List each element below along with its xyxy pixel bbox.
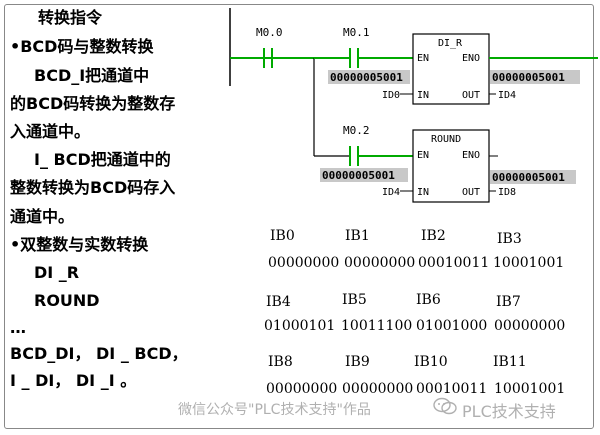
byte-value: 10011100 bbox=[341, 318, 413, 334]
di-r-title: DI_R bbox=[438, 38, 463, 49]
round-en: EN bbox=[417, 150, 429, 161]
text-line: I _ DI， DI _I 。 bbox=[10, 371, 137, 390]
text-line: DI _R bbox=[34, 263, 80, 282]
round-in-value-box bbox=[320, 168, 408, 182]
round-title: ROUND bbox=[431, 134, 461, 145]
round-eno: ENO bbox=[462, 150, 480, 161]
di-r-in-value-box bbox=[328, 70, 410, 84]
byte-value: 01000101 bbox=[264, 318, 336, 334]
byte-label: IB10 bbox=[414, 354, 448, 370]
round-out-addr: ID8 bbox=[498, 187, 516, 198]
di-r-block bbox=[412, 33, 490, 105]
contact-m01-label: M0.1 bbox=[343, 26, 370, 39]
byte-label: IB1 bbox=[345, 228, 370, 244]
bullet-bcd-int: •BCD码与整数转换 bbox=[10, 37, 154, 56]
byte-value: 00010011 bbox=[418, 255, 490, 271]
text-line: BCD_I把通道中 bbox=[34, 66, 150, 85]
text-line: 通道中。 bbox=[10, 207, 75, 226]
watermark-text: 微信公众号"PLC技术支持"作品 bbox=[178, 402, 371, 418]
byte-label: IB3 bbox=[497, 231, 522, 247]
di-r-out-addr: ID4 bbox=[498, 90, 516, 101]
di-r-in-value: 00000005001 bbox=[330, 71, 403, 84]
byte-value: 00000000 bbox=[344, 255, 416, 271]
round-in: IN bbox=[417, 187, 429, 198]
round-in-addr: ID4 bbox=[382, 187, 400, 198]
byte-label: IB11 bbox=[493, 354, 527, 370]
contact-m02-label: M0.2 bbox=[343, 124, 370, 137]
byte-label: IB0 bbox=[270, 228, 295, 244]
bullet-di-real: •双整数与实数转换 bbox=[10, 235, 149, 254]
text-line: 的BCD码转换为整数存 bbox=[10, 94, 176, 113]
di-r-out-value-box bbox=[490, 70, 580, 84]
byte-label: IB4 bbox=[266, 294, 291, 310]
byte-label: IB9 bbox=[345, 354, 370, 370]
byte-label: IB5 bbox=[342, 292, 367, 308]
byte-label: IB7 bbox=[496, 294, 521, 310]
contact-m02 bbox=[349, 146, 359, 166]
byte-value: 00000000 bbox=[268, 255, 340, 271]
round-out-value-box bbox=[490, 170, 576, 184]
text-line: … bbox=[10, 318, 26, 337]
text-line: ROUND bbox=[34, 291, 100, 310]
di-r-in-addr: ID0 bbox=[382, 90, 400, 101]
round-in-value: 00000005001 bbox=[322, 169, 395, 182]
round-block bbox=[412, 129, 490, 203]
byte-label: IB8 bbox=[268, 354, 293, 370]
text-line: BCD_DI， DI _ BCD， bbox=[10, 344, 188, 363]
ladder-diagram: M0.0 M0.1 DI_R EN ENO IN OUT 00000005001… bbox=[229, 8, 598, 203]
byte-value: 10001001 bbox=[493, 255, 565, 271]
wechat-icon bbox=[432, 396, 458, 416]
byte-value: 01001000 bbox=[416, 318, 488, 334]
di-r-in: IN bbox=[417, 90, 429, 101]
di-r-eno: ENO bbox=[462, 53, 480, 64]
byte-label: IB6 bbox=[416, 292, 441, 308]
di-r-out: OUT bbox=[462, 90, 480, 101]
round-out-value: 00000005001 bbox=[492, 171, 565, 184]
di-r-en: EN bbox=[417, 53, 429, 64]
byte-label: IB2 bbox=[421, 228, 446, 244]
contact-m01 bbox=[349, 48, 359, 68]
byte-value: 00000000 bbox=[266, 381, 338, 397]
round-out: OUT bbox=[462, 187, 480, 198]
di-r-out-value: 00000005001 bbox=[492, 71, 565, 84]
watermark-brand: PLC技术支持 bbox=[462, 402, 556, 421]
panel-title: 转换指令 bbox=[38, 8, 103, 27]
byte-value: 10001001 bbox=[494, 381, 566, 397]
byte-value: 00000000 bbox=[342, 381, 414, 397]
text-line: I_ BCD把通道中的 bbox=[34, 150, 171, 169]
text-line: 整数转换为BCD码存入 bbox=[10, 178, 176, 197]
text-line: 入通道中。 bbox=[10, 122, 91, 141]
byte-value: 00010011 bbox=[416, 381, 488, 397]
byte-value: 00000000 bbox=[494, 318, 566, 334]
contact-m00-label: M0.0 bbox=[256, 26, 283, 39]
